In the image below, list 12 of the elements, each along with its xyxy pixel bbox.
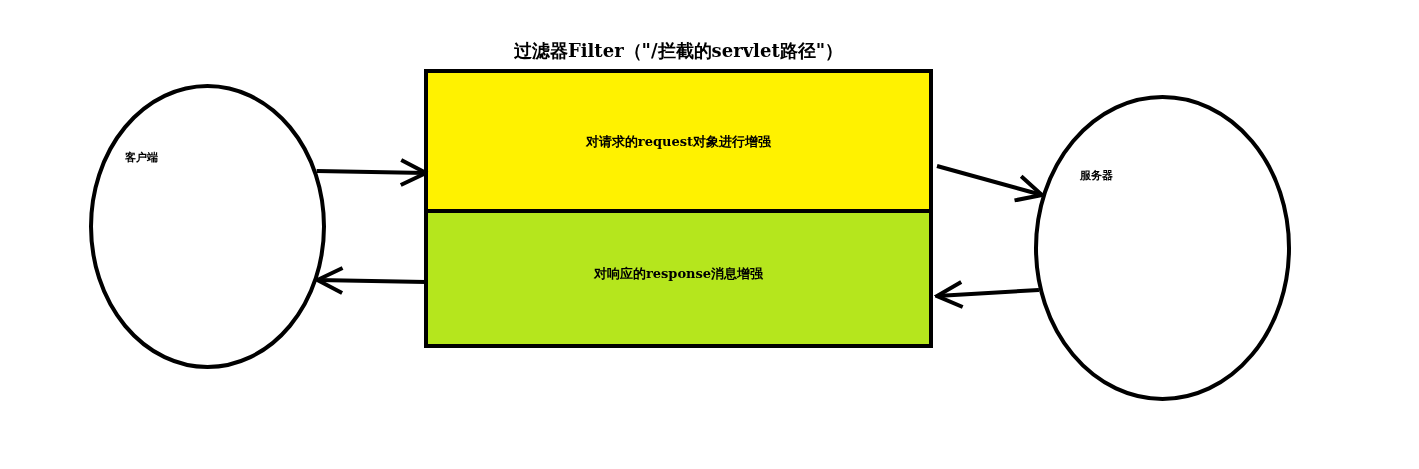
node-label: 客户端: [125, 150, 158, 165]
server-ellipse: [1034, 95, 1291, 401]
arrow: [315, 265, 427, 295]
node-label: 对请求的request对象进行增强: [585, 133, 772, 151]
arrow: [316, 158, 428, 188]
filter-title: 过滤器Filter（"/拦截的servlet路径"）: [513, 39, 844, 63]
client-ellipse: [89, 84, 326, 369]
arrow: [936, 164, 1044, 203]
arrow: [935, 280, 1040, 309]
node-label: 服务器: [1080, 168, 1113, 183]
node-label: 对响应的response消息增强: [593, 265, 764, 283]
request-box: [428, 73, 929, 209]
